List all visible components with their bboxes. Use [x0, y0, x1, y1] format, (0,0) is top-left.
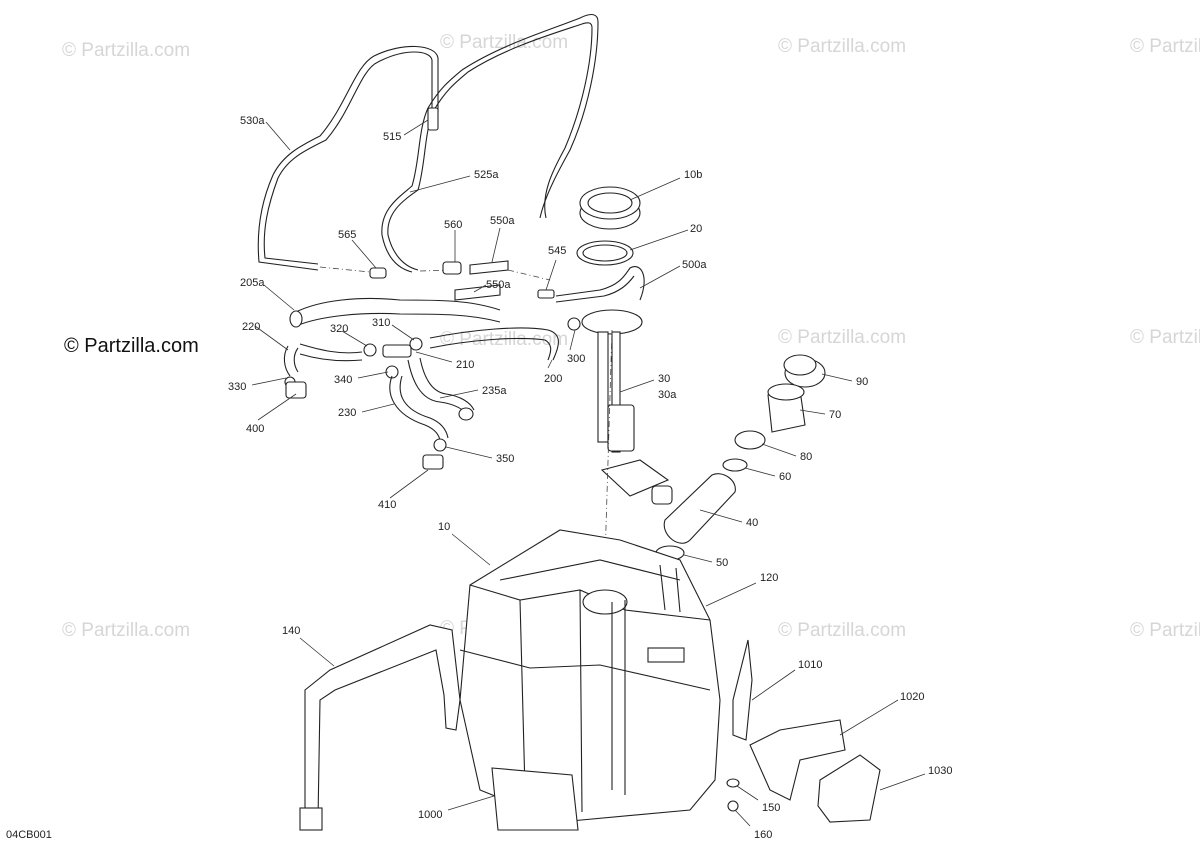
callout-320: 320 [330, 323, 348, 335]
callout-340: 340 [334, 374, 352, 386]
callout-565: 565 [338, 229, 356, 241]
callout-230: 230 [338, 407, 356, 419]
callout-1030: 1030 [928, 765, 952, 777]
callout-235a: 235a [482, 385, 507, 397]
watermark: © Partzilla.com [62, 620, 190, 641]
watermark: © Partzilla.com [778, 620, 906, 641]
watermark: © Partzilla.com [440, 329, 568, 350]
callout-310: 310 [372, 317, 390, 329]
callout-1000: 1000 [418, 809, 442, 821]
watermark: © Partzilla.com [778, 327, 906, 348]
callout-205a: 205a [240, 277, 265, 289]
callout-30a: 30a [658, 389, 677, 401]
watermark: © Partzilla.com [1130, 327, 1200, 348]
callout-10: 10 [438, 521, 450, 533]
callout-410: 410 [378, 499, 396, 511]
callout-530a: 530a [240, 115, 265, 127]
hose-220 [299, 343, 363, 362]
callout-120: 120 [760, 572, 778, 584]
callout-330: 330 [228, 381, 246, 393]
heat-shields [491, 639, 881, 831]
callout-160: 160 [754, 829, 772, 841]
leader-lines [251, 119, 926, 827]
clamp-310 [409, 337, 423, 351]
callout-150: 150 [762, 802, 780, 814]
callout-350: 350 [496, 453, 514, 465]
callout-550a: 550a [490, 215, 515, 227]
hose-200 [429, 327, 559, 361]
callout-210: 210 [456, 359, 474, 371]
callout-30: 30 [658, 373, 670, 385]
fuel-tank [459, 529, 721, 823]
clamp-80 [734, 430, 766, 450]
callout-500a: 500a [682, 259, 707, 271]
vent-hoses [257, 13, 599, 281]
callout-200: 200 [544, 373, 562, 385]
fuel-pump-module [581, 309, 673, 561]
callout-545: 545 [548, 245, 566, 257]
callout-80: 80 [800, 451, 812, 463]
clamp-300 [567, 317, 581, 331]
lock-ring-group [576, 186, 641, 266]
clamp-60 [722, 458, 748, 472]
callout-labels: 530a 515 525a 10b 20 560 550a 565 545 50… [6, 115, 952, 841]
filler-hose-40 [663, 473, 736, 544]
elbow-400 [285, 381, 307, 399]
callout-550a: 550a [486, 279, 511, 291]
vent-valve-515 [427, 107, 439, 131]
callout-1010: 1010 [798, 659, 822, 671]
callout-515: 515 [383, 131, 401, 143]
callout-300: 300 [567, 353, 585, 365]
callout-50: 50 [716, 557, 728, 569]
fitting-565 [369, 267, 387, 279]
heat-shield-1030 [817, 754, 881, 823]
watermark: © Partzilla.com [1130, 620, 1200, 641]
heat-shield-1010 [732, 639, 753, 741]
hose-230 [389, 375, 449, 441]
callout-525a: 525a [474, 169, 499, 181]
heat-shield-1000 [491, 767, 579, 831]
tee-fitting-210 [382, 344, 412, 358]
callout-60: 60 [779, 471, 791, 483]
callout-140: 140 [282, 625, 300, 637]
watermark-prominent: © Partzilla.com [64, 335, 199, 357]
nut-160 [727, 800, 739, 812]
callout-90: 90 [856, 376, 868, 388]
fitting-545 [537, 289, 555, 299]
callout-1020: 1020 [900, 691, 924, 703]
hose-500a [555, 266, 645, 303]
heat-shield-1020 [749, 719, 846, 801]
filler-neck-group [655, 354, 826, 561]
watermark: © Partzilla.com [778, 36, 906, 57]
callout-20: 20 [690, 223, 702, 235]
callout-10b: 10b [684, 169, 702, 181]
hose-550a-top [469, 260, 509, 275]
clamp-350 [433, 438, 447, 452]
hoses-left [283, 297, 581, 470]
clamp-320 [363, 343, 377, 357]
callout-40: 40 [746, 517, 758, 529]
strap-140 [299, 624, 461, 831]
elbow-410 [422, 454, 444, 470]
watermark: © Partzilla.com [1130, 36, 1200, 57]
hose-205a [295, 297, 501, 313]
callout-560: 560 [444, 219, 462, 231]
washer-150 [726, 778, 740, 788]
hose-550a-mid [454, 284, 501, 301]
fuel-tank-10 [459, 529, 721, 823]
watermark: © Partzilla.com [62, 40, 190, 61]
callout-220: 220 [242, 321, 260, 333]
fitting-560 [442, 261, 462, 275]
drawing-code: 04CB001 [6, 829, 52, 841]
watermark: © Partzilla.com [440, 32, 568, 53]
callout-70: 70 [829, 409, 841, 421]
strap-120 [611, 600, 626, 795]
callout-400: 400 [246, 423, 264, 435]
